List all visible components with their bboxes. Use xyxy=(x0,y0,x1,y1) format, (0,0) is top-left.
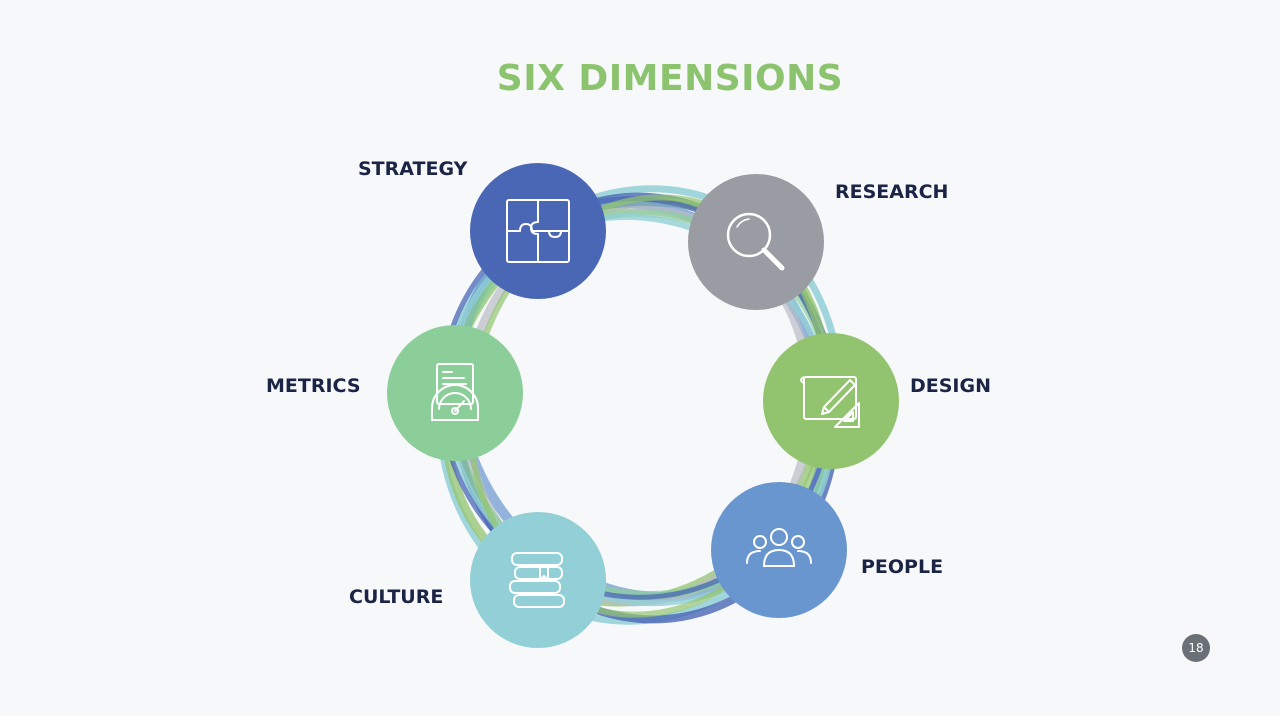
dimension-metrics: METRICS xyxy=(266,325,523,461)
dimension-design: DESIGN xyxy=(763,333,991,469)
dimension-culture: CULTURE xyxy=(349,512,606,648)
dimension-people: PEOPLE xyxy=(711,482,943,618)
dimension-research: RESEARCH xyxy=(688,174,948,310)
research-circle xyxy=(688,174,824,310)
gauge-report-icon xyxy=(431,363,479,421)
culture-label: CULTURE xyxy=(349,586,443,608)
magnifier-icon xyxy=(726,212,785,271)
design-label: DESIGN xyxy=(910,375,991,397)
strategy-label: STRATEGY xyxy=(358,158,468,180)
team-icon xyxy=(746,528,812,567)
puzzle-icon xyxy=(506,199,570,263)
research-label: RESEARCH xyxy=(835,181,948,203)
slide-title: SIX DIMENSIONS xyxy=(496,58,844,99)
books-icon xyxy=(509,552,565,608)
metrics-label: METRICS xyxy=(266,375,361,397)
dimension-strategy: STRATEGY xyxy=(358,158,606,299)
blueprint-icon xyxy=(800,376,860,428)
people-label: PEOPLE xyxy=(861,556,943,578)
page-number-badge: 18 xyxy=(1182,634,1210,662)
